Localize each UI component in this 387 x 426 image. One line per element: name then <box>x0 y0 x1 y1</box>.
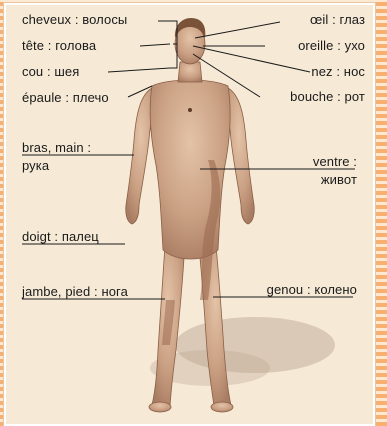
navel <box>188 108 192 112</box>
line-nez <box>193 46 310 72</box>
label-genou: genou : колено <box>267 282 357 297</box>
label-bras: bras, main : <box>22 140 91 155</box>
label-ventre-ru: живот <box>321 172 357 187</box>
label-doigt: doigt : палец <box>22 229 99 244</box>
line-cou <box>108 68 170 72</box>
label-cheveux: cheveux : волосы <box>22 12 127 27</box>
label-oreille: oreille : ухо <box>298 38 365 53</box>
label-nez: nez : нос <box>311 64 365 79</box>
label-jambe: jambe, pied : нога <box>22 284 128 299</box>
line-oeil <box>195 22 280 38</box>
line-tete <box>140 44 170 46</box>
neck <box>178 62 202 82</box>
label-cou: cou : шея <box>22 64 79 79</box>
label-oeil: œil : глаз <box>310 12 365 27</box>
label-bouche: bouche : рот <box>290 89 365 104</box>
label-bras-ru: рука <box>22 158 49 173</box>
head-bracket <box>170 21 177 68</box>
left-foot <box>149 402 171 412</box>
right-foot <box>211 402 233 412</box>
label-tete: tête : голова <box>22 38 96 53</box>
label-epaule: épaule : плечо <box>22 90 109 105</box>
label-ventre: ventre : <box>313 154 357 169</box>
